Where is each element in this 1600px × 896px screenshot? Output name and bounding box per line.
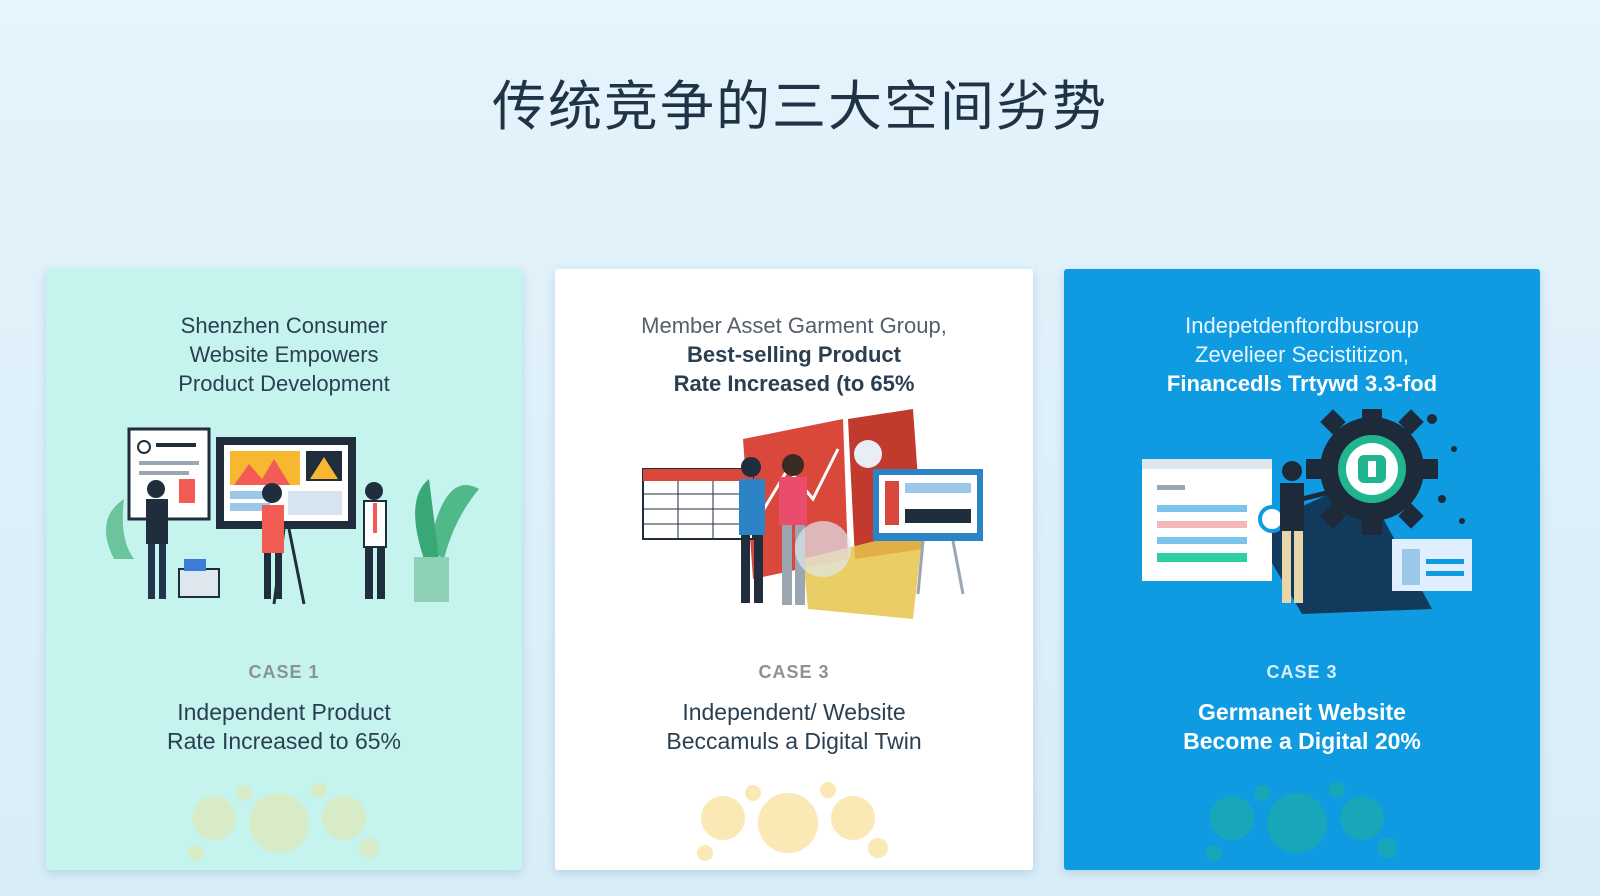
card-heading: Shenzhen Consumer Website Empowers Produ…: [66, 311, 502, 398]
card-heading-line: Product Development: [178, 371, 390, 396]
gear-dashboard-illustration: [1142, 409, 1472, 614]
card-caption: Germaneit Website Become a Digital 20%: [1084, 698, 1520, 756]
card-caption: Independent Product Rate Increased to 65…: [66, 698, 502, 756]
case-card-3[interactable]: Indepetdenftordbusroup Zevelieer Secisti…: [1064, 269, 1540, 870]
decorative-pattern: [188, 782, 379, 861]
card-caption-line: Germaneit Website: [1198, 699, 1406, 725]
card-caption-line: Independent Product: [177, 699, 391, 725]
case-card-1[interactable]: Shenzhen Consumer Website Empowers Produ…: [46, 269, 522, 870]
card-caption-line: Rate Increased to 65%: [167, 728, 401, 754]
card-heading-line: Member Asset Garment Group,: [641, 313, 947, 338]
case-label: CASE 3: [758, 662, 830, 682]
card-heading-line: Website Empowers: [189, 342, 379, 367]
card-caption: Independent/ Website Beccamuls a Digital…: [575, 698, 1013, 756]
card-caption-line: Independent/ Website: [682, 699, 906, 725]
card-heading-line: Zevelieer Secistitizon,: [1195, 342, 1409, 367]
card-heading-line: Financedls Trtywd 3.3-fod: [1166, 371, 1438, 396]
card-heading-line: Rate Increased (to 65%: [673, 371, 915, 396]
card-heading-line: Shenzhen Consumer: [180, 313, 388, 338]
card-caption-line: Beccamuls a Digital Twin: [666, 728, 922, 754]
decorative-pattern: [1206, 782, 1397, 861]
card-heading-line: Best-selling Product: [687, 342, 901, 367]
card-heading: Indepetdenftordbusroup Zevelieer Secisti…: [1084, 311, 1520, 398]
case-card-2[interactable]: Member Asset Garment Group, Best-selling…: [555, 269, 1033, 870]
card-heading: Member Asset Garment Group, Best-selling…: [575, 311, 1013, 398]
decorative-pattern: [697, 782, 888, 861]
business-presentation-illustration: [642, 409, 983, 619]
page-title: 传统竞争的三大空间劣势: [492, 75, 1108, 138]
case-label: CASE 3: [1266, 662, 1338, 682]
card-heading-line: Indepetdenftordbusroup: [1185, 313, 1419, 338]
team-analytics-illustration: [106, 427, 479, 605]
case-label: CASE 1: [248, 662, 320, 682]
card-caption-line: Become a Digital 20%: [1183, 728, 1421, 754]
